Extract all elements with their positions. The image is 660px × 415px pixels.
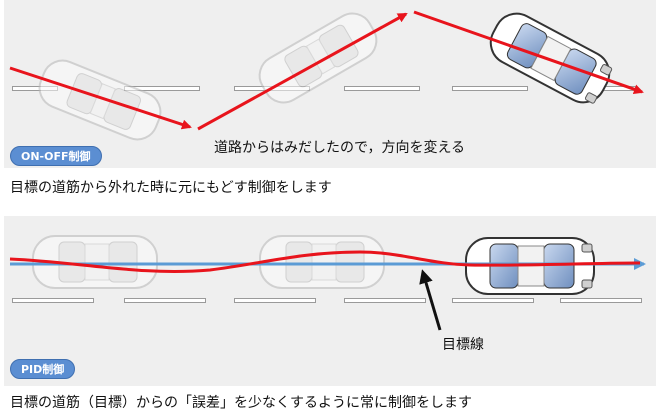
bottom-caption: 目標の道筋（目標）からの「誤差」を少なくするように常に制御をします: [10, 395, 472, 411]
pid-badge: PID制御: [10, 359, 76, 379]
top-annotation: 道路からはみだしたので，方向を変える: [214, 140, 466, 156]
lane-dash: [452, 86, 528, 91]
car-ghost: [258, 12, 378, 104]
lane-dash: [560, 298, 642, 303]
pid-path: [9, 250, 641, 273]
car-ghost: [38, 59, 162, 141]
car-ghost: [259, 235, 385, 289]
car: [489, 12, 613, 104]
car-ghost: [32, 235, 158, 289]
lane-dash: [234, 298, 316, 303]
lane-dash: [344, 298, 426, 303]
path-segment: [9, 66, 192, 130]
target-pointer-arrow: [419, 269, 442, 331]
lane-dash: [452, 298, 534, 303]
on-off-badge: ON-OFF制御: [10, 146, 102, 166]
path-segment: [197, 12, 408, 131]
target-line-label: 目標線: [442, 337, 484, 353]
lane-dash: [344, 86, 420, 91]
path-segment: [413, 10, 644, 95]
top-caption: 目標の道筋から外れた時に元にもどす制御をします: [10, 180, 332, 196]
lane-dash: [124, 298, 206, 303]
lane-dash: [12, 298, 94, 303]
